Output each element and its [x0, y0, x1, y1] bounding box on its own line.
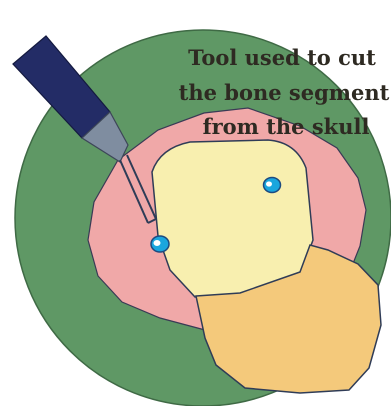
caption-line-2: the bone segment	[179, 80, 390, 105]
bone-segment	[152, 140, 313, 297]
caption-line-3: from the skull	[203, 114, 370, 139]
caption-line-1: Tool used to cut	[188, 45, 376, 70]
burr-hole-icon-left	[151, 236, 169, 252]
burr-hole-icon-right	[264, 178, 281, 193]
tool-caption: Tool used to cut the bone segment from t…	[179, 45, 391, 139]
